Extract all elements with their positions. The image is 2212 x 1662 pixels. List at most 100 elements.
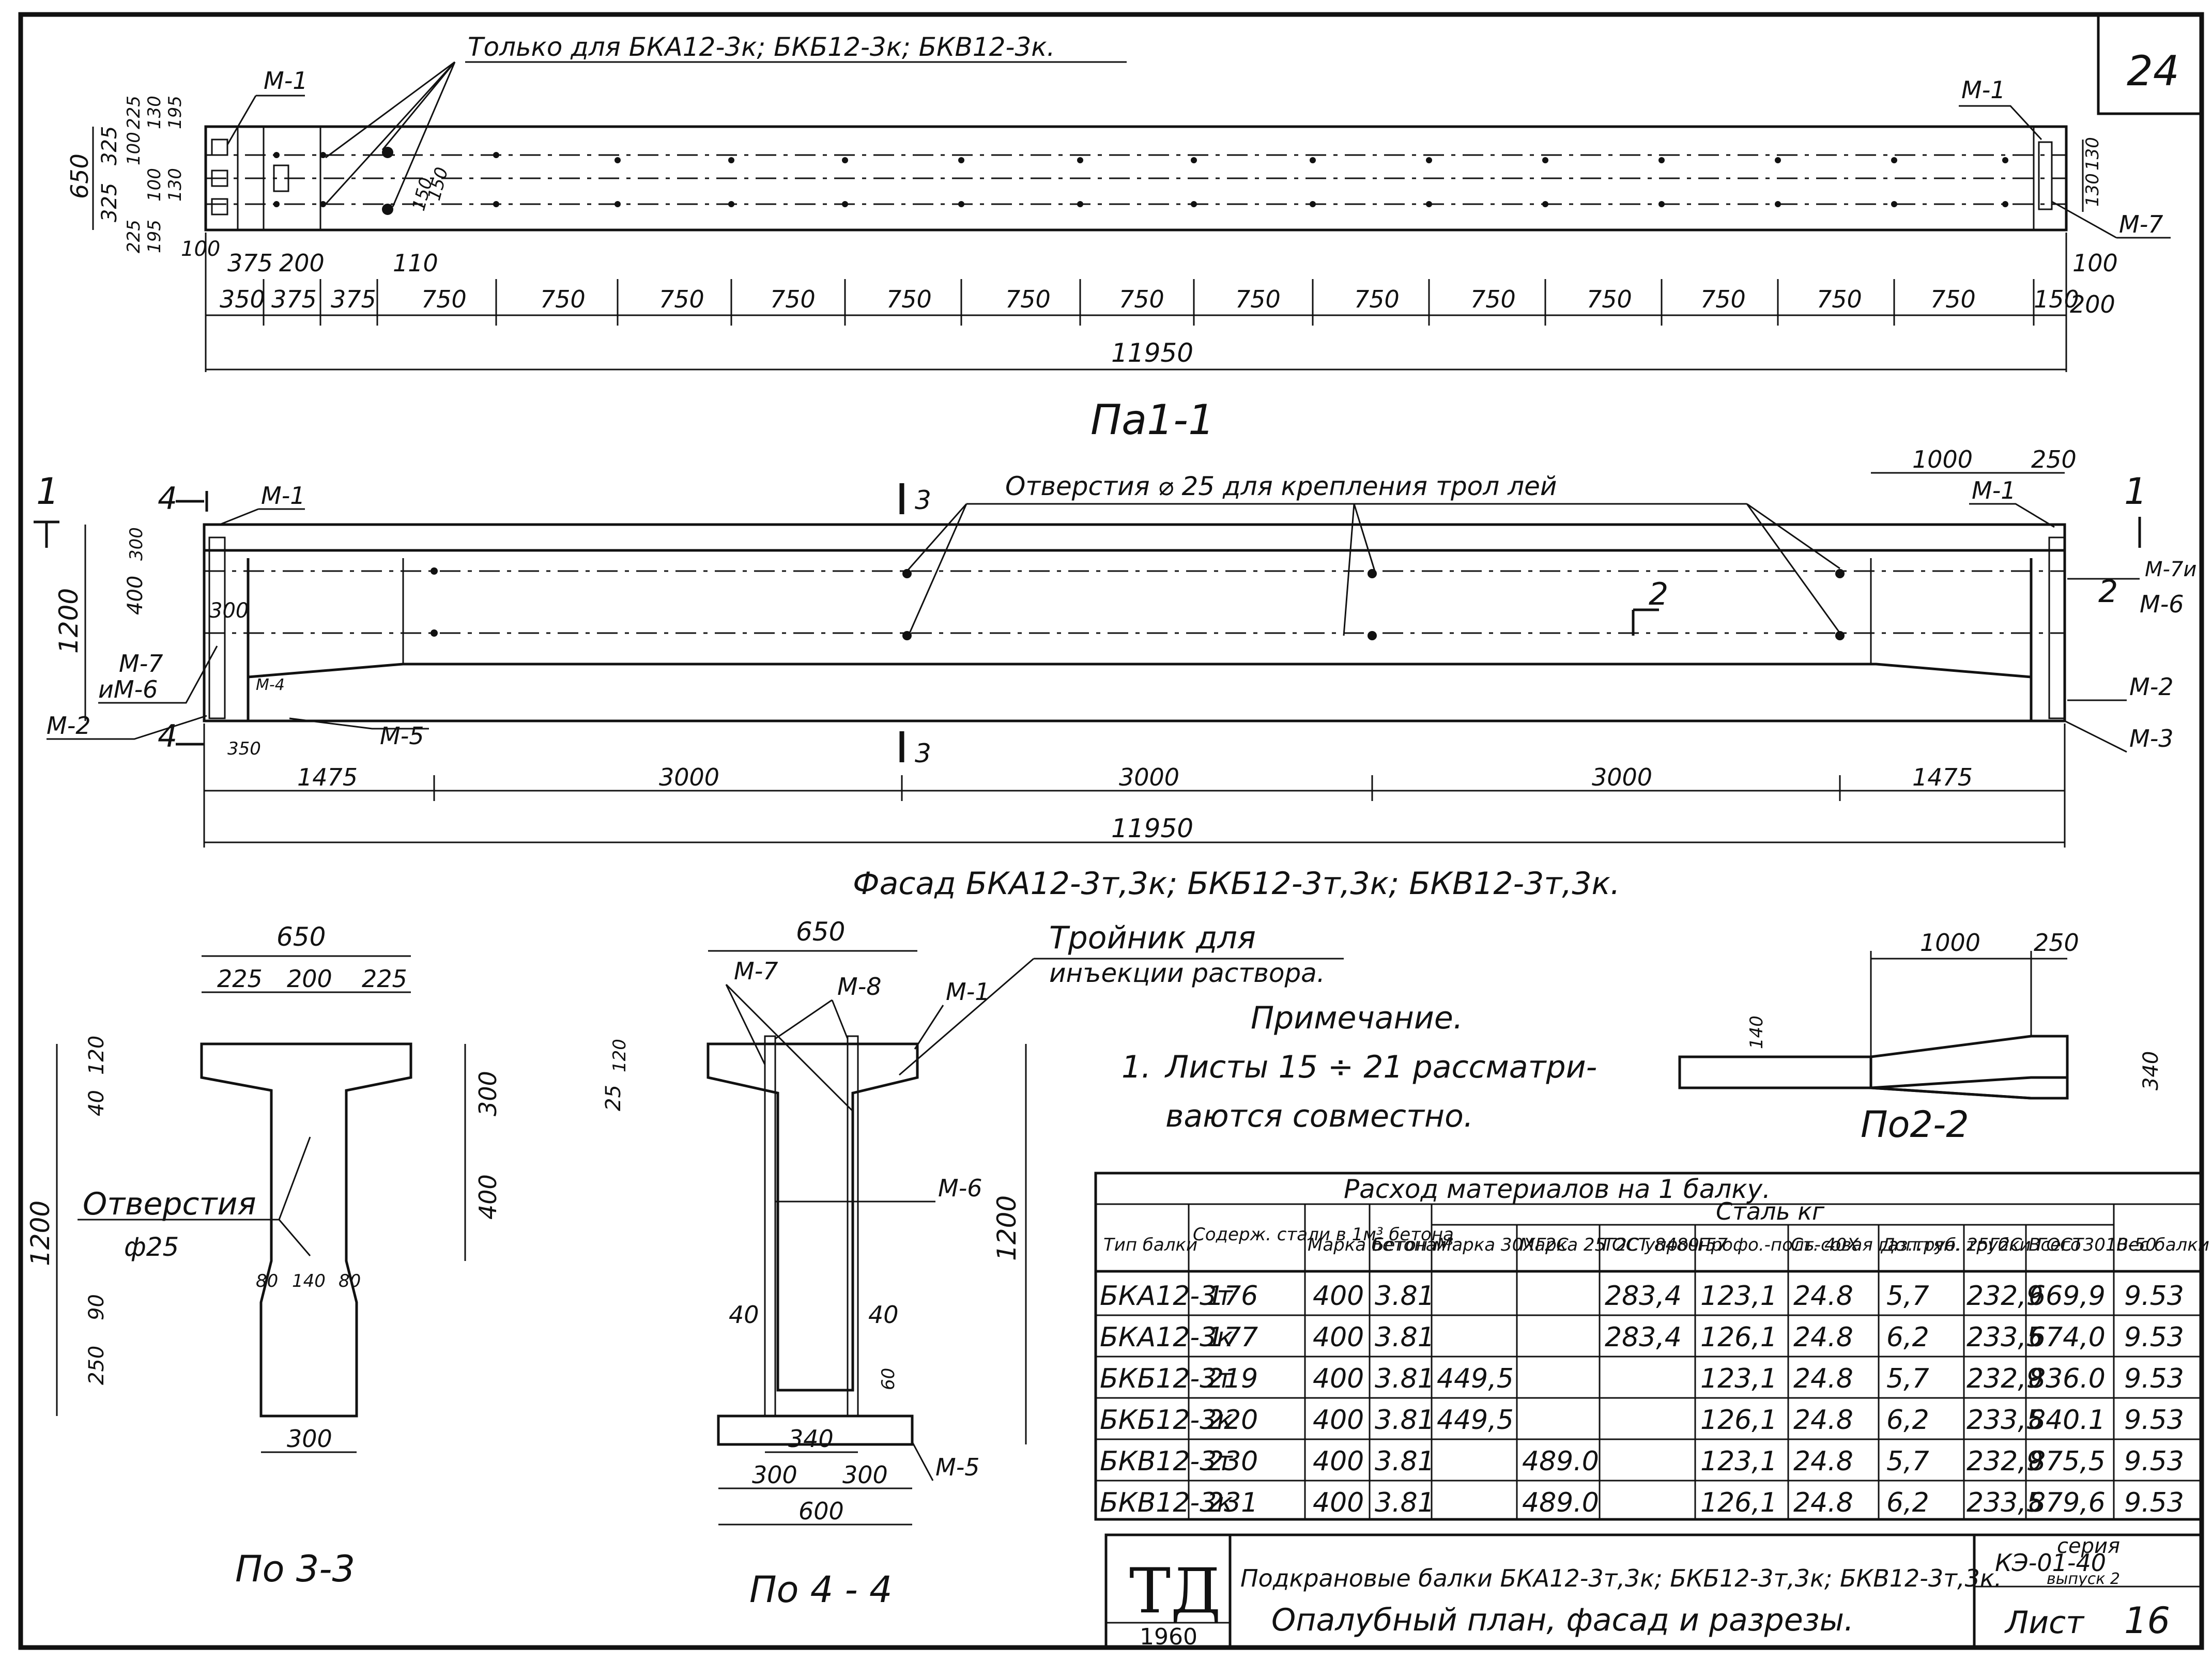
- s22-dim-340: 340: [2139, 1051, 2163, 1090]
- table-cell: 24.8: [1793, 1446, 1853, 1477]
- plan-dim-chain-ticks: [205, 233, 2067, 372]
- title-block-line-2: Опалубный план, фасад и разрезы.: [1271, 1602, 1854, 1638]
- table-cell: 9.53: [2124, 1281, 2184, 1312]
- facade-marker-m1-right-leader: [1969, 503, 2055, 528]
- s33-dim-1200: 1200: [25, 1201, 55, 1266]
- table-cell: 123,1: [1700, 1363, 1777, 1394]
- plan-dim-750-5: 750: [886, 285, 932, 313]
- s44-marker-m5: М-5: [935, 1453, 980, 1481]
- table-headers: Тип балки Содерж. стали в 1м³ бетона Мар…: [1103, 1224, 2212, 1255]
- s33-dim-120: 120: [85, 1036, 109, 1075]
- table-cell: 24.8: [1793, 1322, 1853, 1353]
- table-cell: 24.8: [1793, 1405, 1853, 1436]
- plan-dim-750-10: 750: [1470, 285, 1516, 313]
- plan-dim-750-6: 750: [1005, 285, 1051, 313]
- table-cell: 5,7: [1886, 1446, 1929, 1477]
- title-block-series-label: серия: [2057, 1534, 2120, 1558]
- s22-dim-1000: 1000: [1920, 929, 1980, 957]
- facade-marker-m3-right-leader: [2064, 720, 2127, 753]
- page-number: 24: [2127, 47, 2179, 95]
- table-cell: 126,1: [1700, 1405, 1777, 1436]
- plan-marker-m7-leader: [2051, 201, 2171, 239]
- table-outline: [1094, 1172, 2203, 1521]
- s33-dim-80a: 80: [256, 1271, 278, 1291]
- notes-heading: Примечание.: [1251, 1000, 1463, 1036]
- th-gost: ГОСТ 8480-57: [1602, 1235, 1728, 1255]
- facade-dim-ticks: [203, 724, 2066, 848]
- facade-beam-outline: [203, 523, 2066, 722]
- facade-marker-m2-left: М-2: [47, 712, 91, 740]
- th-25g2s: Марка 25Г2С упрочн.: [1519, 1235, 1716, 1255]
- table-cell: 233,5: [1967, 1322, 2044, 1353]
- title-block-sheet: 16: [2124, 1599, 2170, 1642]
- section-mark-1-left: 1: [36, 470, 59, 513]
- table-cell: 400: [1313, 1281, 1364, 1312]
- plan-vdim-325a: 325: [98, 126, 121, 165]
- section-2-2: 1000 250 140 340 По2-2: [1678, 929, 2163, 1146]
- s44-dim-25: 25: [602, 1085, 625, 1111]
- facade-vdim-300b: 300: [209, 599, 249, 623]
- table-cell: 400: [1313, 1363, 1364, 1394]
- table-steel-group: Сталь кг: [1716, 1197, 1825, 1225]
- section-mark-1-right: 1: [2124, 470, 2147, 513]
- s44-tee-leader: [899, 958, 1034, 1076]
- facade-marker-m1-left-leader: [219, 508, 305, 526]
- section-mark-4-top: 4: [158, 481, 177, 517]
- facade-end-plate-right: [2048, 536, 2066, 719]
- facade-dim-1475b: 1475: [1912, 763, 1973, 791]
- facade-title: Фасад БКА12-3т,3к; БКБ12-3т,3к; БКВ12-3т…: [853, 866, 1620, 902]
- title-block-logo: ТД: [1129, 1556, 1221, 1627]
- title-block-line-1: Подкрановые балки БКА12-3т,3к; БКБ12-3т,…: [1240, 1564, 2002, 1592]
- s44-marker-m6: М-6: [938, 1174, 982, 1202]
- facade-end-plate-left: [208, 536, 226, 719]
- table-cell: БКБ12-3т: [1100, 1363, 1233, 1394]
- page-number-box: [2097, 14, 2202, 115]
- plate-m7-right: [2038, 141, 2053, 210]
- plan-right-vdim-130b: 130: [2082, 173, 2103, 207]
- plan-holes: [273, 147, 2008, 215]
- plan-sdim-200: 200: [279, 249, 325, 277]
- plan-marker-m1-left: М-1: [264, 67, 308, 95]
- table-cell: 875,5: [2029, 1446, 2106, 1477]
- table-cell: 3.81: [1375, 1446, 1435, 1477]
- plan-dim-750-3: 750: [659, 285, 704, 313]
- table-cell: БКВ12-3т: [1100, 1446, 1233, 1477]
- table-cell: 9.53: [2124, 1446, 2184, 1477]
- table-cell: 489.0: [1522, 1487, 1599, 1518]
- facade-marker-m1-right: М-1: [1972, 476, 2016, 504]
- s33-dim-250: 250: [85, 1346, 109, 1385]
- section-4-4: 650 М-7 М-8 М-1 М-6 М-5 Тройник для инъе…: [602, 917, 1344, 1611]
- notes-line-1: Листы 15 ÷ 21 рассматри-: [1164, 1049, 1597, 1085]
- plan-marker-m1-right-leader: [1959, 105, 2042, 141]
- plan-dim-150: 150: [2034, 285, 2079, 313]
- section-mark-2-right: 2: [2098, 574, 2118, 610]
- section-2-2-outline: [1678, 1055, 2069, 1100]
- table-cell: 231: [1207, 1487, 1258, 1518]
- table-cell: 449,5: [1437, 1405, 1514, 1436]
- s44-dim-650: 650: [796, 917, 845, 947]
- plan-vdim-130a: 130: [144, 96, 165, 129]
- s44-marker-m1: М-1: [946, 978, 990, 1006]
- table-cell: 126,1: [1700, 1322, 1777, 1353]
- facade-holes: [431, 567, 1845, 640]
- facade-marker-m7-leader: [98, 645, 218, 704]
- s44-marker-m5-leader: [911, 1441, 934, 1481]
- s44-dim-1200: 1200: [992, 1195, 1022, 1261]
- title-block-year: 1960: [1140, 1624, 1197, 1650]
- s33-dim-300: 300: [474, 1071, 502, 1116]
- table-title: Расход материалов на 1 балку.: [1344, 1174, 1771, 1204]
- plate-slot: [273, 164, 289, 192]
- plan-dim-375a: 375: [271, 285, 317, 313]
- table-cell: 9.53: [2124, 1487, 2184, 1518]
- th-25g2s-b: 25Г2С: [1967, 1235, 2022, 1255]
- facade-holes-leaders: [906, 503, 1841, 636]
- s44-dim-40-left: 40: [729, 1301, 759, 1329]
- s33-title: По 3-3: [235, 1548, 355, 1590]
- table-cell: 283,4: [1605, 1281, 1682, 1312]
- notes-item-num: 1.: [1122, 1049, 1151, 1085]
- facade-dim-3000c: 3000: [1592, 763, 1652, 791]
- s33-dim-300-bottom: 300: [287, 1425, 332, 1453]
- plan-vdim-130b: 130: [165, 168, 186, 202]
